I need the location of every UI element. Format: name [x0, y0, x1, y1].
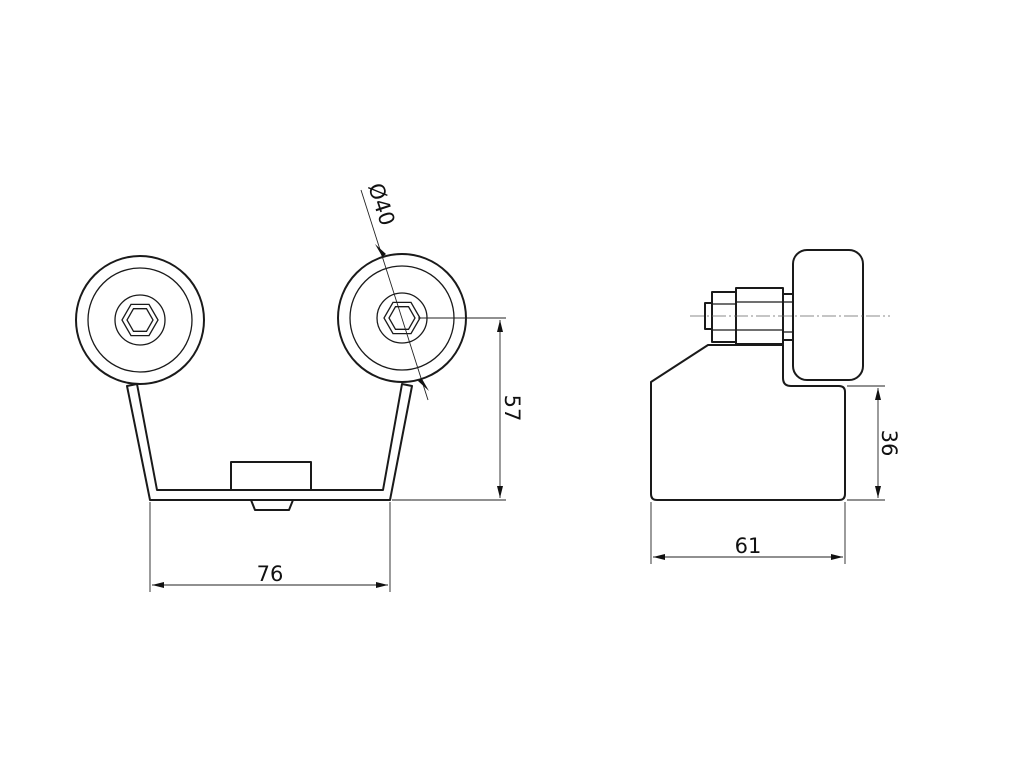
diameter-label: Ø40 — [363, 180, 399, 229]
height-label-front: 57 — [500, 395, 524, 422]
width-dimension-front: 76 — [149, 502, 391, 592]
width-label-side: 61 — [735, 534, 762, 558]
center-block — [230, 461, 312, 491]
side-wheel — [792, 249, 864, 381]
height-dimension-side: 36 — [847, 385, 901, 501]
side-body — [650, 344, 846, 501]
u-bracket — [126, 383, 413, 501]
width-dimension-side: 61 — [650, 502, 846, 564]
side-view: 36 61 — [650, 249, 901, 564]
height-dimension-front: 57 — [392, 317, 524, 501]
width-label-front: 76 — [257, 562, 284, 586]
height-label-side: 36 — [877, 430, 901, 457]
center-bolt-nut — [250, 499, 294, 511]
left-wheel — [75, 255, 205, 385]
front-view: Ø40 57 76 — [75, 180, 524, 592]
